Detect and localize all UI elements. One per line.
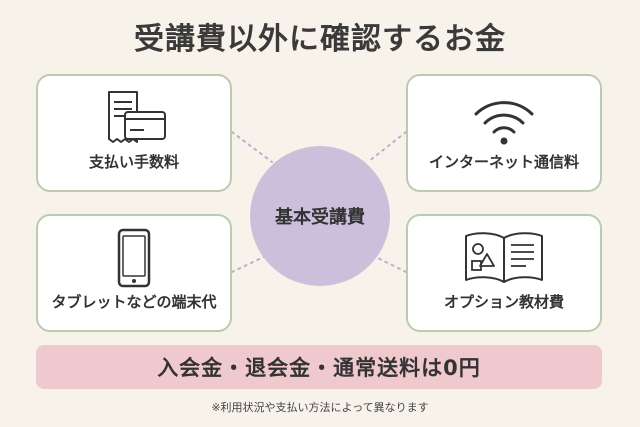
card-option-material: オプション教材費	[406, 214, 602, 332]
page-title: 受講費以外に確認するお金	[134, 22, 506, 57]
open-book-icon	[408, 228, 600, 290]
card-device-cost: タブレットなどの端末代	[36, 214, 232, 332]
center-label: 基本受講費	[275, 207, 365, 228]
tablet-icon	[38, 228, 230, 290]
connector-top-right	[367, 131, 407, 163]
wifi-icon	[408, 88, 600, 150]
card-internet-fee: インターネット通信料	[406, 74, 602, 192]
footnote: ※利用状況や支払い方法によって異なります	[211, 401, 429, 414]
connector-bottom-right	[369, 253, 407, 273]
card-label-device-cost: タブレットなどの端末代	[51, 293, 217, 311]
center-circle: 基本受講費	[250, 146, 390, 286]
card-label-payment-fee: 支払い手数料	[88, 153, 179, 171]
card-label-internet-fee: インターネット通信料	[428, 153, 579, 171]
free-fees-banner: 入会金・退会金・通常送料は0円	[36, 345, 602, 389]
card-payment-fee: 支払い手数料	[36, 74, 232, 192]
receipt-card-icon	[38, 88, 230, 150]
card-label-option-material: オプション教材費	[443, 293, 564, 311]
banner-text: 入会金・退会金・通常送料は0円	[157, 356, 481, 380]
connector-top-left	[231, 131, 273, 163]
